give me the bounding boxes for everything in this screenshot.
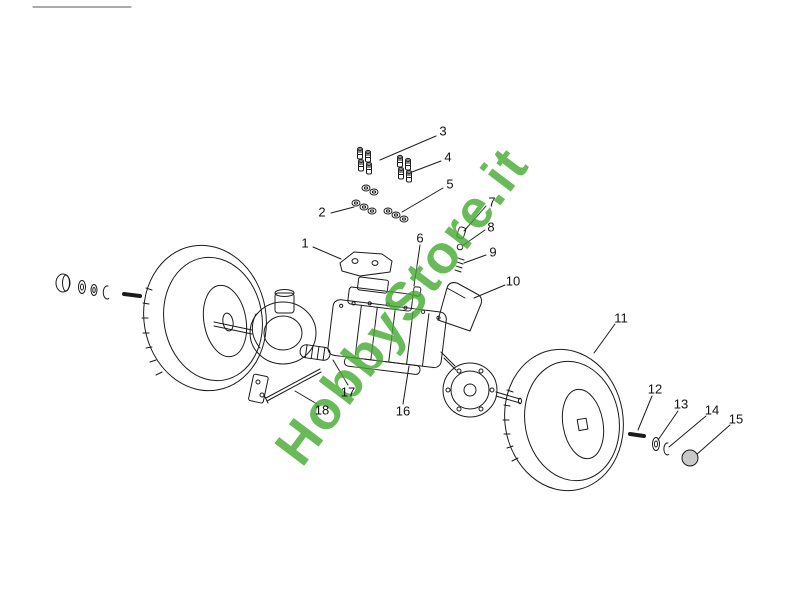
callout-1: 1 <box>301 235 309 251</box>
callout-6: 6 <box>416 230 424 246</box>
callout-13: 13 <box>673 396 689 412</box>
callout-14: 14 <box>704 402 720 418</box>
callout-8: 8 <box>487 219 495 235</box>
circlip-icon <box>102 285 110 300</box>
tie-rod <box>248 368 322 404</box>
callout-16: 16 <box>395 403 411 419</box>
callout-9: 9 <box>489 244 497 260</box>
spring-icon <box>454 257 465 273</box>
circlip-icon <box>663 442 670 456</box>
stud-cluster-left <box>357 146 379 196</box>
callout-3: 3 <box>439 123 447 139</box>
detent-parts <box>454 226 467 273</box>
transaxle-gearbox <box>327 276 447 375</box>
differential-housing <box>249 289 317 365</box>
washer-set-left <box>351 199 377 215</box>
callout-17: 17 <box>340 384 356 400</box>
axle-sleeve <box>299 344 331 361</box>
right-axle-hardware <box>628 432 699 467</box>
left-axle-hardware <box>55 273 142 300</box>
callout-leader-lines <box>294 135 731 456</box>
hub-cap-icon <box>681 449 699 467</box>
callout-5: 5 <box>446 176 454 192</box>
stud-cluster-right <box>397 154 412 183</box>
callout-12: 12 <box>647 381 663 397</box>
left-tire <box>141 244 267 392</box>
right-tire <box>502 348 624 492</box>
brake-hub <box>440 351 522 418</box>
guard-bracket <box>437 282 482 332</box>
mount-bracket <box>339 251 393 277</box>
callout-4: 4 <box>444 149 452 165</box>
callout-2: 2 <box>318 204 326 220</box>
callout-18: 18 <box>314 402 330 418</box>
callout-11: 11 <box>614 310 628 326</box>
callout-15: 15 <box>728 411 744 427</box>
callout-7: 7 <box>488 194 496 210</box>
left-axle-stub <box>213 321 253 335</box>
callout-10: 10 <box>505 273 521 289</box>
